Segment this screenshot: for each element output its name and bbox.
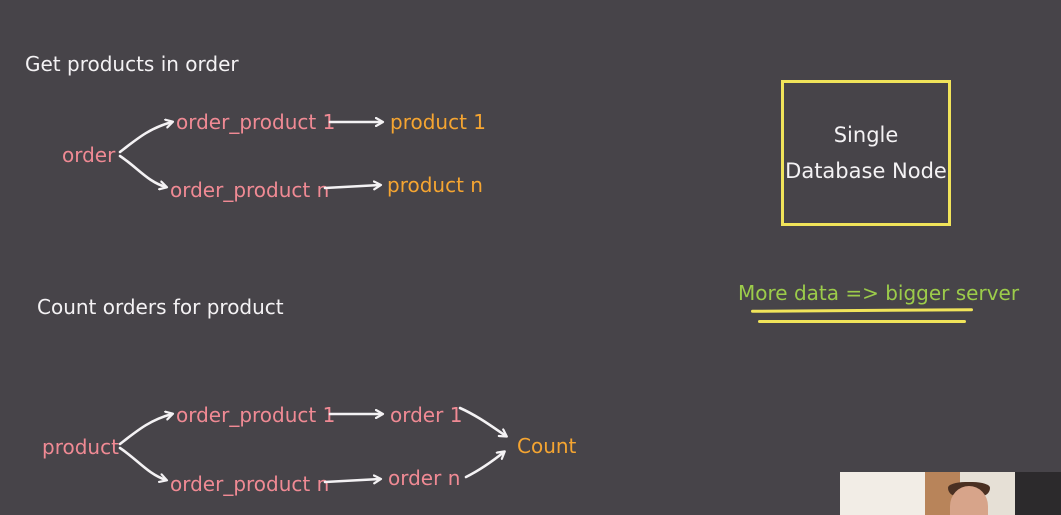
section1-title: Get products in order bbox=[25, 52, 239, 76]
scaling-note: More data => bigger server bbox=[738, 281, 1020, 305]
section2-title: Count orders for product bbox=[37, 295, 284, 319]
arrow-order-to-op1 bbox=[118, 122, 172, 154]
order-n-node: order n bbox=[388, 466, 461, 490]
product-1-node: product 1 bbox=[390, 110, 487, 134]
note-underline-2 bbox=[758, 320, 966, 323]
order-product-n-node-2: order_product n bbox=[170, 472, 330, 496]
order-product-1-node: order_product 1 bbox=[176, 110, 336, 134]
order-product-1-node-2: order_product 1 bbox=[176, 403, 336, 427]
product-root-node: product bbox=[42, 435, 119, 459]
database-node-box: Single Database Node bbox=[781, 80, 951, 226]
order-node: order bbox=[62, 143, 116, 167]
arrow-opn-to-on bbox=[323, 479, 380, 482]
box-line2: Database Node bbox=[785, 159, 947, 183]
arrow-product-to-opn bbox=[118, 446, 166, 480]
order-1-node: order 1 bbox=[390, 403, 463, 427]
box-line1: Single bbox=[833, 123, 899, 147]
arrow-o1-to-count bbox=[458, 406, 506, 436]
product-n-node: product n bbox=[387, 173, 483, 197]
arrow-order-to-opn bbox=[118, 154, 166, 187]
arrow-on-to-count bbox=[464, 452, 504, 479]
webcam-overlay bbox=[840, 472, 1061, 515]
arrow-product-to-op1 bbox=[118, 414, 172, 446]
order-product-n-node: order_product n bbox=[170, 178, 330, 202]
count-node: Count bbox=[517, 434, 577, 458]
arrow-opn-to-pn bbox=[323, 185, 380, 188]
